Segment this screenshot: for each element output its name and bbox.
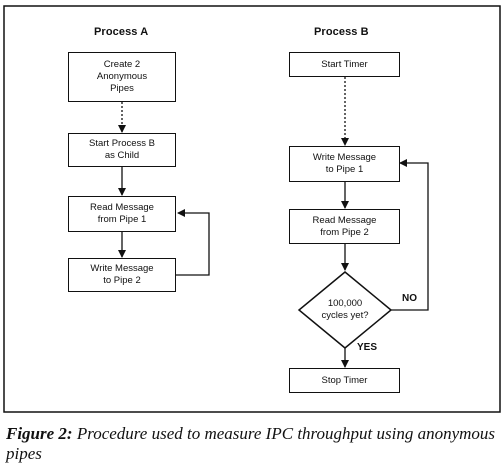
yes-label: YES: [357, 342, 378, 353]
figure-frame: [3, 5, 501, 413]
read-pipe-2-box: Read Message from Pipe 2: [289, 209, 400, 244]
no-branch: [391, 159, 429, 311]
figure-caption: Figure 2: Procedure used to measure IPC …: [6, 424, 502, 464]
write-pipe-1-box: Write Message to Pipe 1: [289, 146, 400, 182]
process-a-heading: Process A: [94, 26, 149, 38]
read-pipe-1-box: Read Message from Pipe 1: [68, 196, 176, 232]
create-pipes-box: Create 2 Anonymous Pipes: [68, 52, 176, 102]
write-pipe-2-box: Write Message to Pipe 2: [68, 258, 176, 292]
process-b-heading: Process B: [314, 26, 369, 38]
caption-text: Procedure used to measure IPC throughput…: [6, 424, 496, 463]
loop-a: [176, 209, 210, 276]
start-timer-box: Start Timer: [289, 52, 400, 77]
stop-timer-box: Stop Timer: [289, 368, 400, 393]
no-label: NO: [402, 293, 417, 304]
figure-label: Figure 2:: [6, 424, 73, 443]
start-process-b-box: Start Process B as Child: [68, 133, 176, 167]
decision-text: 100,000 cycles yet?: [321, 298, 369, 321]
